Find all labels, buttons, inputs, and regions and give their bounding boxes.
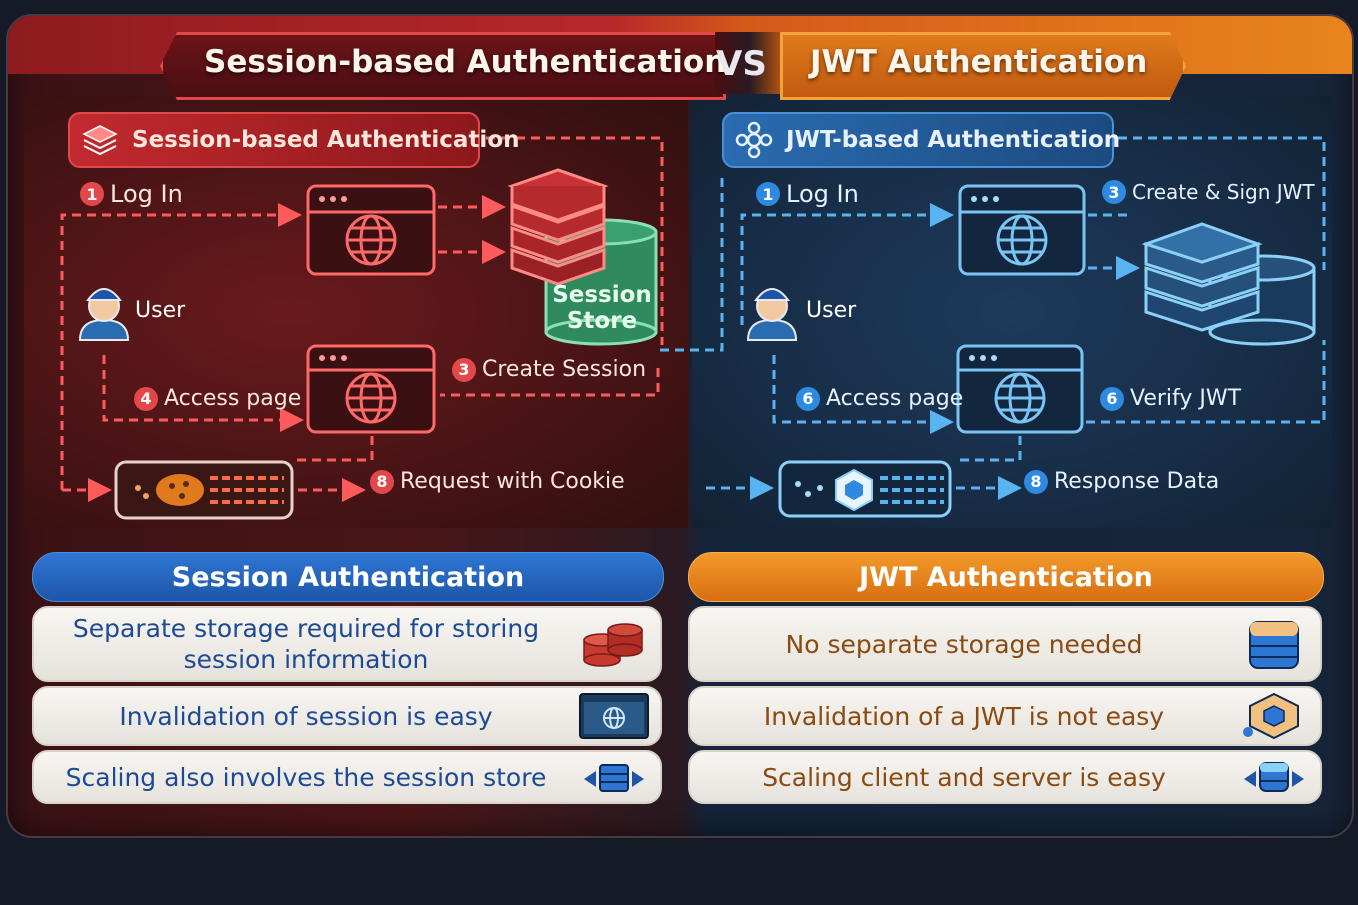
step-label: Access page: [826, 386, 964, 411]
server-stack-icon: [507, 168, 609, 286]
jwt-step-create-sign: 3 Create & Sign JWT: [1102, 180, 1315, 204]
jwt-flow-heading: JWT-based Authentication: [722, 112, 1120, 168]
step-label: Access page: [164, 386, 302, 411]
title-session: Session-based Authentication: [204, 44, 727, 80]
step-label: Request with Cookie: [400, 469, 625, 494]
database-icon: [1249, 621, 1299, 669]
step-number: 6: [796, 386, 820, 411]
step-label: Create & Sign JWT: [1132, 180, 1315, 204]
row-text: No separate storage needed: [785, 629, 1143, 659]
session-browser-2: [306, 344, 436, 434]
browser-icon: [579, 693, 649, 739]
step-number: 3: [452, 357, 476, 382]
jwt-row-storage: No separate storage needed: [688, 606, 1322, 682]
title-left-plate: [160, 32, 726, 100]
jwt-comparison-header: JWT Authentication: [688, 552, 1324, 602]
jwt-arrows: [706, 136, 1326, 500]
step-number: 1: [80, 182, 104, 206]
row-text: Invalidation of session is easy: [119, 701, 493, 731]
session-store-label: Session Store: [552, 282, 652, 334]
session-comparison-header: Session Authentication: [32, 552, 664, 602]
jwt-row-invalidation: Invalidation of a JWT is not easy: [688, 686, 1322, 746]
jwt-step-verify: 6 Verify JWT: [1100, 386, 1241, 411]
cookie-card-icon: [114, 460, 294, 520]
session-user-label: User: [135, 298, 186, 323]
jwt-user-label: User: [806, 298, 857, 323]
title-vs: VS: [716, 44, 767, 84]
session-step-access-page: 4 Access page: [134, 386, 301, 411]
scaling-icon: [584, 764, 644, 792]
session-row-scaling: Scaling also involves the session store: [32, 750, 662, 804]
row-text: Scaling client and server is easy: [762, 762, 1166, 792]
row-text: Separate storage required for storing se…: [72, 614, 540, 674]
layers-icon: [82, 125, 118, 156]
row-text: Scaling also involves the session store: [65, 762, 547, 792]
step-label: Log In: [786, 180, 859, 208]
jwt-row-scaling: Scaling client and server is easy: [688, 750, 1322, 804]
title-divider: [715, 32, 785, 94]
title-jwt: JWT Authentication: [810, 44, 1148, 80]
step-label: Log In: [110, 180, 183, 208]
step-number: 8: [1024, 469, 1048, 494]
step-number: 1: [756, 182, 780, 206]
session-step-create-session: 3 Create Session: [452, 357, 646, 382]
network-icon: [735, 121, 773, 159]
title-right-plate: [780, 32, 1186, 100]
session-step-login: 1 Log In: [80, 180, 183, 208]
jwt-step-response: 8 Response Data: [1024, 469, 1219, 494]
session-flow-heading: Session-based Authentication: [68, 112, 520, 168]
step-number: 6: [1100, 386, 1124, 411]
step-label: Create Session: [482, 357, 647, 382]
session-step-request-cookie: 8 Request with Cookie: [370, 469, 625, 494]
jwt-server-icon: [1141, 222, 1316, 346]
step-number: 4: [134, 386, 158, 411]
jwt-flow-heading-label: JWT-based Authentication: [786, 127, 1121, 153]
jwt-browser-1: [958, 184, 1086, 276]
jwt-step-login: 1 Log In: [756, 180, 859, 208]
session-user-icon: [78, 288, 130, 341]
title-plate: Session-based Authentication VS JWT Auth…: [160, 32, 1186, 100]
token-card-icon: [778, 460, 952, 518]
jwt-browser-2: [956, 344, 1084, 434]
token-icon: [1243, 692, 1299, 740]
step-number: 3: [1102, 180, 1126, 204]
session-browser-1: [306, 184, 436, 276]
session-flow-heading-label: Session-based Authentication: [132, 127, 520, 153]
jwt-step-access-page: 6 Access page: [796, 386, 963, 411]
step-label: Response Data: [1054, 469, 1220, 494]
storage-icon: [583, 623, 643, 667]
jwt-user-icon: [746, 288, 798, 341]
row-text: Invalidation of a JWT is not easy: [763, 701, 1165, 731]
session-row-invalidation: Invalidation of session is easy: [32, 686, 662, 746]
session-arrows: [60, 136, 664, 502]
step-label: Verify JWT: [1130, 386, 1242, 411]
step-number: 8: [370, 469, 394, 494]
scaling-icon: [1244, 762, 1304, 792]
session-row-storage: Separate storage required for storing se…: [32, 606, 662, 682]
